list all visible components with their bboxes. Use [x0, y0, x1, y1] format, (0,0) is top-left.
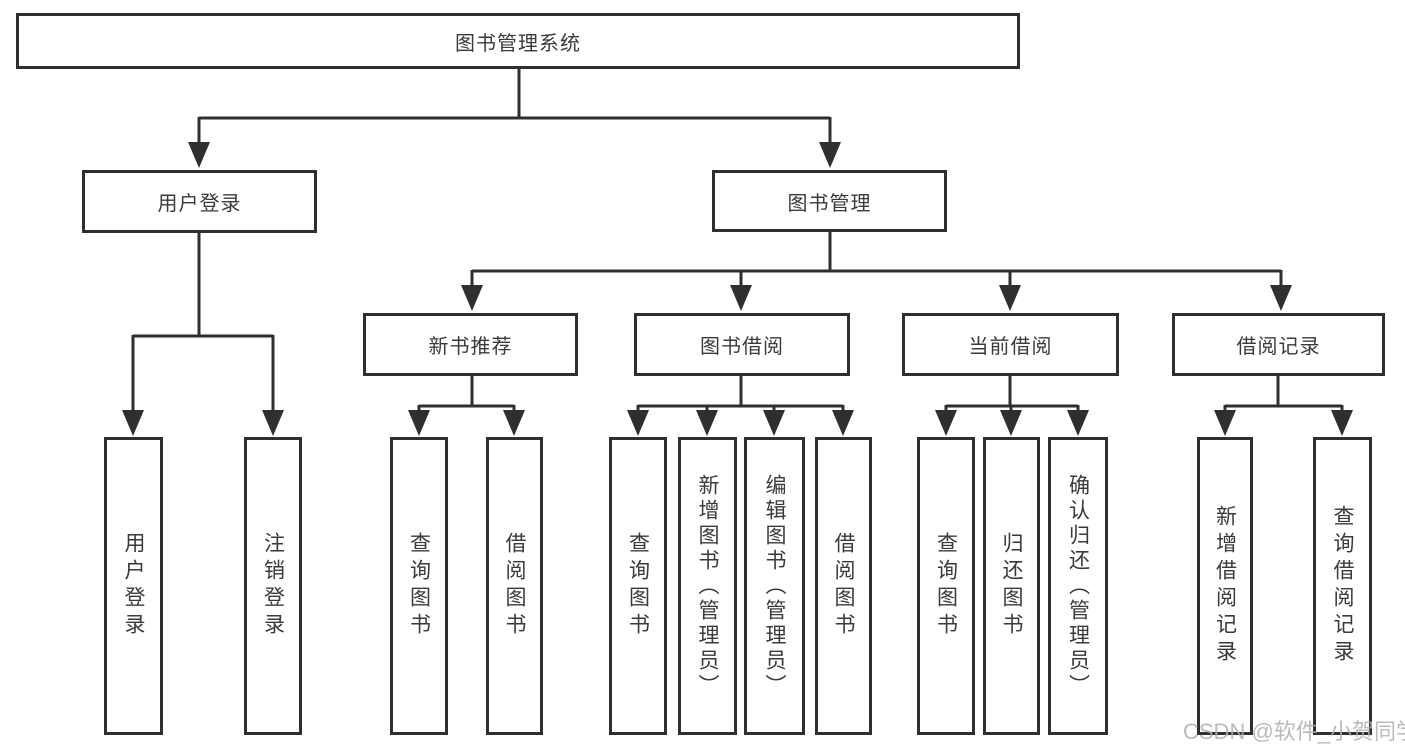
node-book-borrowing: 图书借阅 [634, 313, 850, 376]
node-label: 新增借阅记录 [1213, 505, 1237, 667]
node-label: 确认归还（管理员） [1066, 473, 1090, 699]
node-borrowing-records: 借阅记录 [1172, 313, 1385, 376]
node-label: 归还图书 [1000, 532, 1023, 640]
node-book-management: 图书管理 [712, 170, 947, 232]
node-label: 新增图书（管理员） [696, 473, 719, 699]
csdn-watermark: CSDN @软件_小贺同学 [1183, 719, 1405, 744]
arrowheads [122, 142, 1353, 436]
node-label: 用户登录 [157, 193, 242, 215]
node-label: 图书管理系统 [455, 32, 581, 55]
node-label: 查询借阅记录 [1331, 505, 1354, 667]
node-label: 用户登录 [122, 532, 145, 640]
node-label: 借阅记录 [1236, 336, 1321, 358]
node-new-book-recommend: 新书推荐 [363, 313, 578, 376]
node-label: 查询图书 [407, 532, 431, 640]
node-label: 借阅图书 [832, 532, 855, 640]
leaf-user-login: 用户登录 [104, 437, 163, 735]
node-label: 图书借阅 [700, 336, 784, 358]
node-user-login: 用户登录 [82, 170, 317, 233]
node-label: 编辑图书（管理员） [763, 473, 786, 699]
leaf-return-books: 归还图书 [983, 437, 1040, 735]
leaf-borrow-books: 借阅图书 [486, 437, 543, 735]
node-label: 当前借阅 [968, 336, 1053, 358]
node-label: 查询图书 [626, 532, 650, 640]
leaf-query-books: 查询图书 [390, 437, 448, 735]
node-root-system: 图书管理系统 [16, 13, 1020, 69]
leaf-query-books: 查询图书 [917, 437, 975, 735]
node-label: 图书管理 [787, 192, 872, 215]
leaf-query-borrow-record: 查询借阅记录 [1313, 437, 1372, 735]
node-current-borrowing: 当前借阅 [902, 313, 1119, 376]
leaf-logout: 注销登录 [244, 437, 302, 735]
leaf-confirm-return-admin: 确认归还（管理员） [1048, 437, 1108, 735]
node-label: 注销登录 [261, 532, 285, 640]
leaf-add-borrow-record: 新增借阅记录 [1197, 437, 1253, 735]
leaf-add-book-admin: 新增图书（管理员） [678, 437, 737, 735]
leaf-query-books: 查询图书 [609, 437, 667, 735]
node-label: 新书推荐 [428, 336, 513, 358]
node-label: 借阅图书 [503, 532, 526, 640]
leaf-borrow-books: 借阅图书 [815, 437, 872, 735]
node-label: 查询图书 [934, 532, 958, 640]
leaf-edit-book-admin: 编辑图书（管理员） [744, 437, 805, 735]
